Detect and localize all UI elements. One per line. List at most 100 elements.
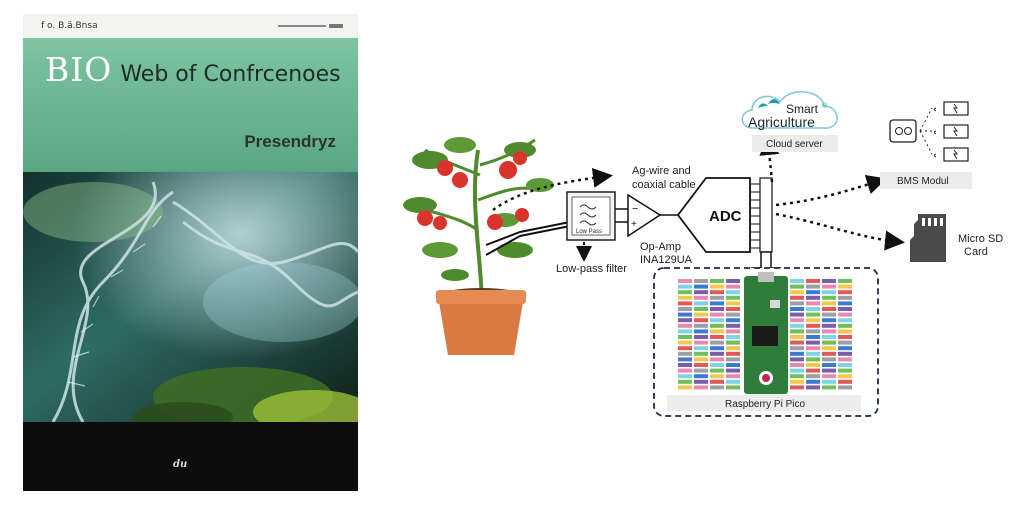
pinout-chip — [790, 340, 804, 345]
cover-title-band — [23, 38, 358, 172]
micro-sd-icon — [910, 214, 946, 262]
pinout-chip — [694, 301, 708, 306]
pinout-chip — [806, 329, 820, 334]
pinout-chip — [806, 323, 820, 328]
wire-label-line2: coaxial cable — [632, 179, 696, 191]
pinout-chip — [726, 290, 740, 295]
pinout-chip — [710, 312, 724, 317]
pico-pinout-left — [678, 279, 740, 390]
pinout-chip — [710, 290, 724, 295]
pinout-chip — [806, 340, 820, 345]
pinout-chip — [806, 346, 820, 351]
bms-arrow — [775, 174, 887, 207]
pinout-chip — [790, 290, 804, 295]
pinout-chip — [822, 307, 836, 311]
pinout-chip — [678, 284, 692, 289]
pinout-chip — [726, 368, 740, 373]
pinout-chip — [710, 340, 724, 345]
pinout-chip — [694, 312, 708, 317]
cover-subtitle: Presendryz — [244, 132, 336, 151]
pinout-chip — [822, 346, 836, 351]
pinout-chip — [790, 379, 804, 384]
pinout-chip — [678, 363, 692, 367]
pinout-chip — [822, 312, 836, 317]
pinout-chip — [822, 340, 836, 345]
pinout-chip — [694, 340, 708, 345]
pinout-chip — [678, 335, 692, 339]
pinout-chip — [710, 329, 724, 334]
pico-label-box — [667, 395, 861, 411]
pinout-chip — [838, 340, 852, 345]
pinout-chip — [838, 318, 852, 323]
pinout-chip — [710, 374, 724, 379]
pinout-chip — [694, 379, 708, 384]
publisher-label: f o. B.ä.Bnsa — [41, 21, 98, 31]
pinout-chip — [838, 363, 852, 367]
pinout-chip — [726, 363, 740, 367]
sd-label-line1: Micro SD — [958, 233, 1003, 245]
pinout-chip — [822, 374, 836, 379]
pinout-chip — [678, 279, 692, 283]
header-line — [278, 25, 326, 27]
pinout-chip — [710, 284, 724, 289]
pinout-chip — [678, 385, 692, 390]
adc-output-pins — [750, 177, 773, 253]
cover-title-rest: Web of Confrcenoes — [120, 62, 341, 87]
pinout-chip — [822, 295, 836, 300]
cover-header-strip: f o. B.ä.Bnsa — [23, 14, 358, 38]
pinout-chip — [726, 357, 740, 362]
pinout-chip — [838, 290, 852, 295]
opamp-label-line2: INA129UA — [640, 254, 693, 266]
cloud-reg: ® — [822, 102, 828, 110]
pinout-chip — [806, 307, 820, 311]
pinout-chip — [806, 379, 820, 384]
cloud-agriculture: Agriculture — [748, 114, 815, 130]
pinout-chip — [822, 335, 836, 339]
pinout-chip — [790, 307, 804, 311]
pinout-chip — [726, 318, 740, 323]
opamp-plus: + — [631, 219, 637, 230]
pinout-chip — [822, 323, 836, 328]
bms-label: BMS Modul — [897, 176, 949, 187]
filter-label: Low-pass filter — [556, 263, 627, 275]
op-amp-symbol: − + — [627, 193, 662, 238]
pinout-chip — [790, 335, 804, 339]
pinout-chip — [726, 301, 740, 306]
pinout-chip — [726, 335, 740, 339]
pinout-chip — [678, 295, 692, 300]
pinout-chip — [678, 290, 692, 295]
pinout-chip — [806, 351, 820, 356]
cover-title-bio: BIO — [45, 50, 113, 89]
adc-label: ADC — [709, 208, 742, 225]
pinout-chip — [678, 351, 692, 356]
pico-board — [744, 272, 788, 394]
pinout-chip — [726, 279, 740, 283]
pinout-chip — [806, 385, 820, 390]
pinout-chip — [678, 323, 692, 328]
pico-label: Raspberry Pi Pico — [725, 399, 805, 410]
pico-pinout-right — [790, 279, 852, 390]
pinout-chip — [806, 284, 820, 289]
pinout-chip — [790, 318, 804, 323]
pinout-chip — [678, 374, 692, 379]
wire-pointer-arrow — [492, 167, 613, 212]
pinout-chip — [806, 301, 820, 306]
pinout-chip — [678, 318, 692, 323]
pinout-chip — [790, 295, 804, 300]
opamp-minus: − — [632, 203, 638, 215]
pinout-chip — [710, 301, 724, 306]
pinout-chip — [838, 307, 852, 311]
pinout-chip — [790, 374, 804, 379]
pinout-chip — [710, 279, 724, 283]
bms-label-box — [880, 172, 972, 189]
pinout-chip — [678, 346, 692, 351]
pinout-chip — [806, 312, 820, 317]
pinout-chip — [822, 301, 836, 306]
pinout-chip — [694, 351, 708, 356]
pinout-chip — [838, 335, 852, 339]
pinout-chip — [694, 290, 708, 295]
tomato-plant — [403, 137, 554, 301]
pinout-chip — [822, 329, 836, 334]
pinout-chip — [790, 323, 804, 328]
